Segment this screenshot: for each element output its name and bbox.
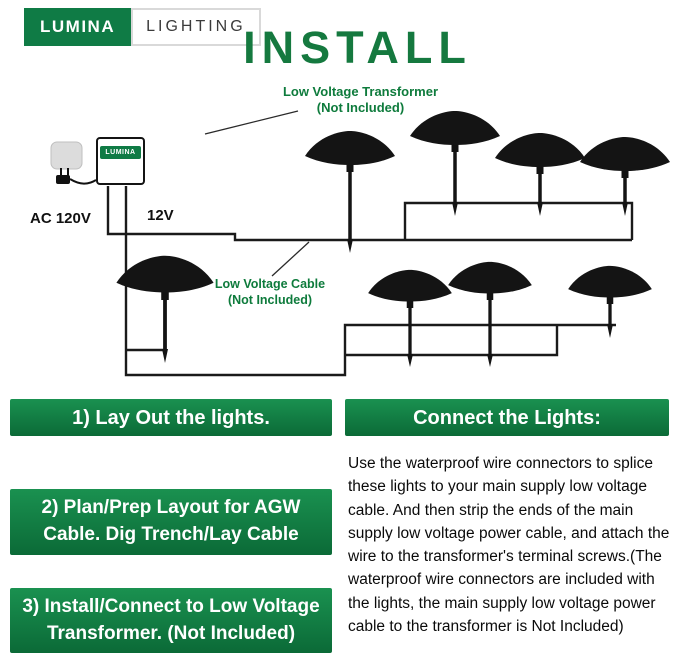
cable-run-bottom-branch	[345, 325, 559, 357]
transformer-box: LUMINA	[96, 137, 145, 185]
path-light-icon	[410, 111, 500, 152]
plug-body-icon	[56, 175, 70, 184]
light-spike	[452, 202, 458, 216]
light-spike	[487, 354, 493, 367]
step-banner-3: 3) Install/Connect to Low Voltage Transf…	[10, 588, 332, 653]
path-light-icon	[580, 137, 670, 178]
path-light-icon	[495, 133, 585, 174]
cable-run-bottom	[124, 186, 616, 377]
cable-run-top-right	[403, 201, 634, 240]
path-light-icon	[305, 131, 395, 172]
dc-voltage-label: 12V	[147, 207, 174, 224]
cable-pointer-line	[271, 241, 310, 277]
step-banner-1: 1) Lay Out the lights.	[10, 399, 332, 436]
step-banner-2: 2) Plan/Prep Layout for AGW Cable. Dig T…	[10, 489, 332, 555]
transformer-box-label: LUMINA	[100, 146, 141, 159]
cable-run-top	[106, 186, 632, 242]
wiring-diagram	[50, 110, 670, 377]
light-spike	[622, 202, 628, 216]
path-light-icon	[368, 269, 452, 308]
page-title: INSTALL	[243, 22, 472, 73]
brand-lockup: LUMINA LIGHTING	[24, 8, 261, 46]
transformer-note: Low Voltage Transformer (Not Included)	[282, 84, 439, 116]
connect-lights-header: Connect the Lights:	[345, 399, 669, 436]
path-light-icon	[116, 255, 214, 300]
path-light-icon	[568, 265, 652, 304]
wall-outlet-icon	[50, 141, 83, 170]
brand-tagline: LIGHTING	[131, 8, 261, 46]
light-spike	[407, 354, 413, 367]
transformer-pointer-line	[204, 110, 299, 135]
light-spike	[347, 239, 353, 253]
light-spike	[607, 324, 613, 338]
light-spike	[162, 349, 168, 363]
brand-logo: LUMINA	[24, 8, 132, 46]
cable-note: Low Voltage Cable (Not Included)	[214, 277, 326, 307]
ac-voltage-label: AC 120V	[30, 210, 91, 227]
instructions-text: Use the waterproof wire connectors to sp…	[348, 455, 670, 635]
power-cord	[69, 178, 97, 185]
light-spike	[537, 202, 543, 216]
path-light-icon	[448, 261, 532, 300]
